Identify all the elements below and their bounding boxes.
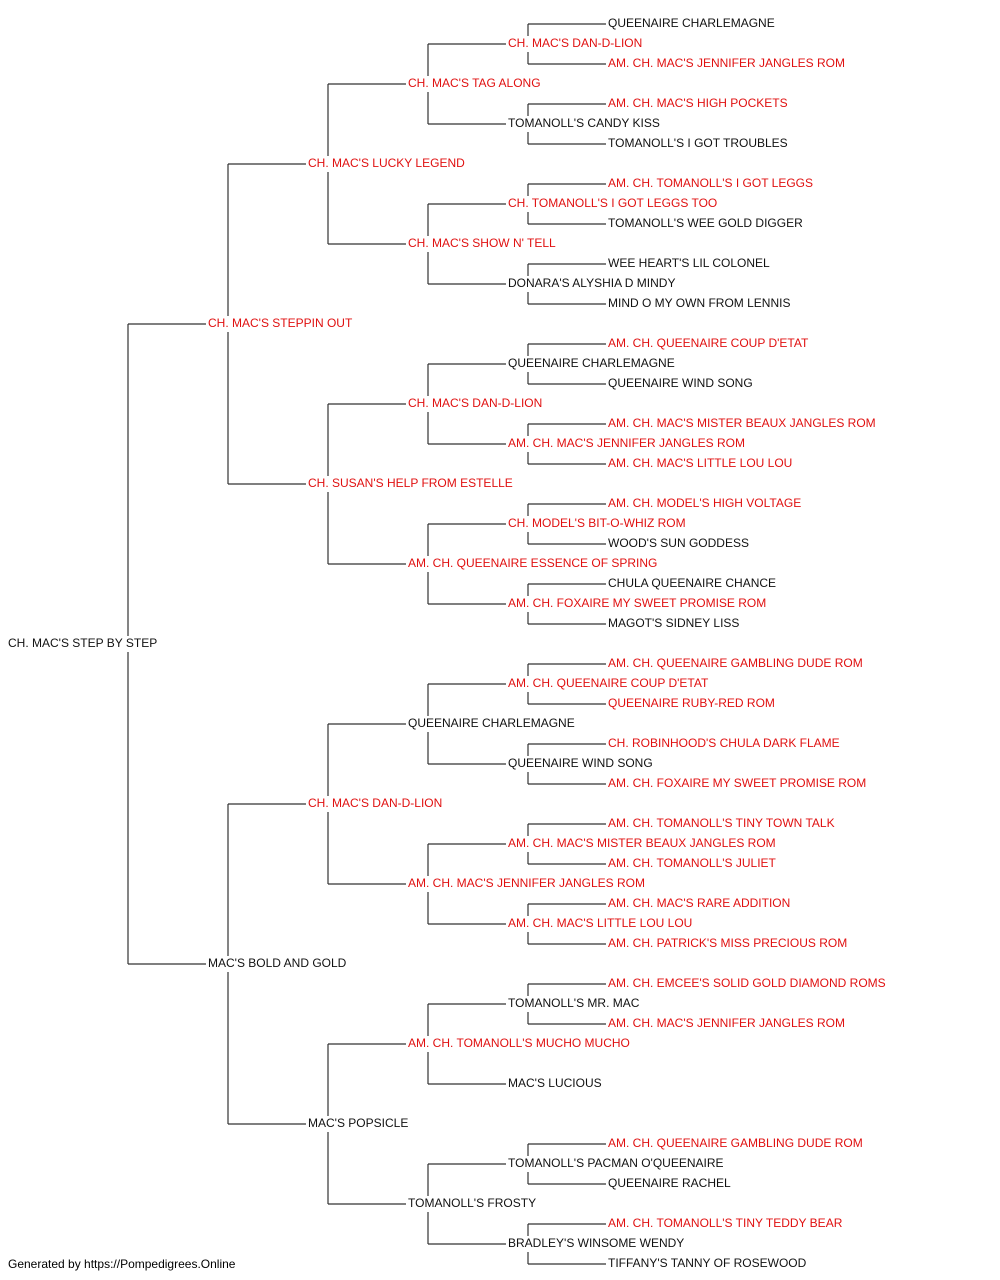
ancestor-gen3-4[interactable]: AM. CH. QUEENAIRE ESSENCE OF SPRING	[408, 556, 657, 570]
ancestor-gen3-7[interactable]: AM. CH. TOMANOLL'S MUCHO MUCHO	[408, 1036, 630, 1050]
ancestor-gen5-31[interactable]: AM. CH. TOMANOLL'S TINY TEDDY BEAR	[608, 1216, 843, 1230]
footer-credit: Generated by https://Pompedigrees.Online	[8, 1257, 236, 1271]
ancestor-gen1-2[interactable]: MAC'S BOLD AND GOLD	[208, 956, 347, 970]
ancestor-gen5-7[interactable]: WEE HEART'S LIL COLONEL	[608, 256, 770, 270]
ancestor-gen5-15[interactable]: CHULA QUEENAIRE CHANCE	[608, 576, 776, 590]
ancestor-gen5-12[interactable]: AM. CH. MAC'S LITTLE LOU LOU	[608, 456, 792, 470]
ancestor-gen3-3[interactable]: CH. MAC'S DAN-D-LION	[408, 396, 542, 410]
ancestor-gen5-18[interactable]: QUEENAIRE RUBY-RED ROM	[608, 696, 775, 710]
ancestor-gen5-26[interactable]: AM. CH. MAC'S JENNIFER JANGLES ROM	[608, 1016, 845, 1030]
ancestor-gen5-9[interactable]: AM. CH. QUEENAIRE COUP D'ETAT	[608, 336, 809, 350]
ancestor-gen4-16[interactable]: BRADLEY'S WINSOME WENDY	[508, 1236, 684, 1250]
ancestor-gen4-12[interactable]: AM. CH. MAC'S LITTLE LOU LOU	[508, 916, 692, 930]
ancestor-gen2-4[interactable]: MAC'S POPSICLE	[308, 1116, 408, 1130]
ancestor-gen3-1[interactable]: CH. MAC'S TAG ALONG	[408, 76, 541, 90]
ancestor-gen5-1[interactable]: QUEENAIRE CHARLEMAGNE	[608, 16, 775, 30]
ancestor-gen4-11[interactable]: AM. CH. MAC'S MISTER BEAUX JANGLES ROM	[508, 836, 776, 850]
ancestor-gen4-8[interactable]: AM. CH. FOXAIRE MY SWEET PROMISE ROM	[508, 596, 766, 610]
ancestor-gen2-2[interactable]: CH. SUSAN'S HELP FROM ESTELLE	[308, 476, 513, 490]
ancestor-gen4-1[interactable]: CH. MAC'S DAN-D-LION	[508, 36, 642, 50]
ancestor-gen4-15[interactable]: TOMANOLL'S PACMAN O'QUEENAIRE	[508, 1156, 724, 1170]
ancestor-gen5-24[interactable]: AM. CH. PATRICK'S MISS PRECIOUS ROM	[608, 936, 847, 950]
ancestor-gen4-9[interactable]: AM. CH. QUEENAIRE COUP D'ETAT	[508, 676, 709, 690]
ancestor-gen4-5[interactable]: QUEENAIRE CHARLEMAGNE	[508, 356, 675, 370]
ancestor-gen1-1[interactable]: CH. MAC'S STEPPIN OUT	[208, 316, 353, 330]
ancestor-gen5-11[interactable]: AM. CH. MAC'S MISTER BEAUX JANGLES ROM	[608, 416, 876, 430]
ancestor-gen4-6[interactable]: AM. CH. MAC'S JENNIFER JANGLES ROM	[508, 436, 745, 450]
ancestor-gen4-13[interactable]: TOMANOLL'S MR. MAC	[508, 996, 640, 1010]
ancestor-gen3-5[interactable]: QUEENAIRE CHARLEMAGNE	[408, 716, 575, 730]
ancestor-gen5-22[interactable]: AM. CH. TOMANOLL'S JULIET	[608, 856, 777, 870]
ancestor-gen5-2[interactable]: AM. CH. MAC'S JENNIFER JANGLES ROM	[608, 56, 845, 70]
ancestor-gen5-30[interactable]: QUEENAIRE RACHEL	[608, 1176, 731, 1190]
ancestor-gen5-6[interactable]: TOMANOLL'S WEE GOLD DIGGER	[608, 216, 803, 230]
ancestor-gen4-10[interactable]: QUEENAIRE WIND SONG	[508, 756, 653, 770]
ancestor-gen3-2[interactable]: CH. MAC'S SHOW N' TELL	[408, 236, 556, 250]
ancestor-gen2-1[interactable]: CH. MAC'S LUCKY LEGEND	[308, 156, 465, 170]
ancestor-gen5-25[interactable]: AM. CH. EMCEE'S SOLID GOLD DIAMOND ROMS	[608, 976, 886, 990]
ancestor-gen5-10[interactable]: QUEENAIRE WIND SONG	[608, 376, 753, 390]
ancestor-gen4-3[interactable]: CH. TOMANOLL'S I GOT LEGGS TOO	[508, 196, 717, 210]
ancestor-gen5-19[interactable]: CH. ROBINHOOD'S CHULA DARK FLAME	[608, 736, 840, 750]
ancestor-gen4-7[interactable]: CH. MODEL'S BIT-O-WHIZ ROM	[508, 516, 686, 530]
ancestor-gen5-32[interactable]: TIFFANY'S TANNY OF ROSEWOOD	[608, 1256, 807, 1270]
ancestor-gen5-4[interactable]: TOMANOLL'S I GOT TROUBLES	[608, 136, 788, 150]
ancestor-gen5-14[interactable]: WOOD'S SUN GODDESS	[608, 536, 749, 550]
ancestor-gen5-29[interactable]: AM. CH. QUEENAIRE GAMBLING DUDE ROM	[608, 1136, 863, 1150]
ancestor-gen2-3[interactable]: CH. MAC'S DAN-D-LION	[308, 796, 442, 810]
ancestor-gen4-4[interactable]: DONARA'S ALYSHIA D MINDY	[508, 276, 675, 290]
ancestor-gen5-21[interactable]: AM. CH. TOMANOLL'S TINY TOWN TALK	[608, 816, 835, 830]
ancestor-gen5-16[interactable]: MAGOT'S SIDNEY LISS	[608, 616, 739, 630]
ancestor-gen5-8[interactable]: MIND O MY OWN FROM LENNIS	[608, 296, 790, 310]
ancestor-gen5-5[interactable]: AM. CH. TOMANOLL'S I GOT LEGGS	[608, 176, 813, 190]
subject-name[interactable]: CH. MAC'S STEP BY STEP	[8, 636, 157, 650]
ancestor-gen5-13[interactable]: AM. CH. MODEL'S HIGH VOLTAGE	[608, 496, 801, 510]
ancestor-gen3-8[interactable]: TOMANOLL'S FROSTY	[408, 1196, 536, 1210]
ancestor-gen5-3[interactable]: AM. CH. MAC'S HIGH POCKETS	[608, 96, 788, 110]
ancestor-gen4-14[interactable]: MAC'S LUCIOUS	[508, 1076, 602, 1090]
ancestor-gen4-2[interactable]: TOMANOLL'S CANDY KISS	[508, 116, 660, 130]
ancestor-gen5-23[interactable]: AM. CH. MAC'S RARE ADDITION	[608, 896, 790, 910]
ancestor-gen5-17[interactable]: AM. CH. QUEENAIRE GAMBLING DUDE ROM	[608, 656, 863, 670]
ancestor-gen5-20[interactable]: AM. CH. FOXAIRE MY SWEET PROMISE ROM	[608, 776, 866, 790]
ancestor-gen3-6[interactable]: AM. CH. MAC'S JENNIFER JANGLES ROM	[408, 876, 645, 890]
